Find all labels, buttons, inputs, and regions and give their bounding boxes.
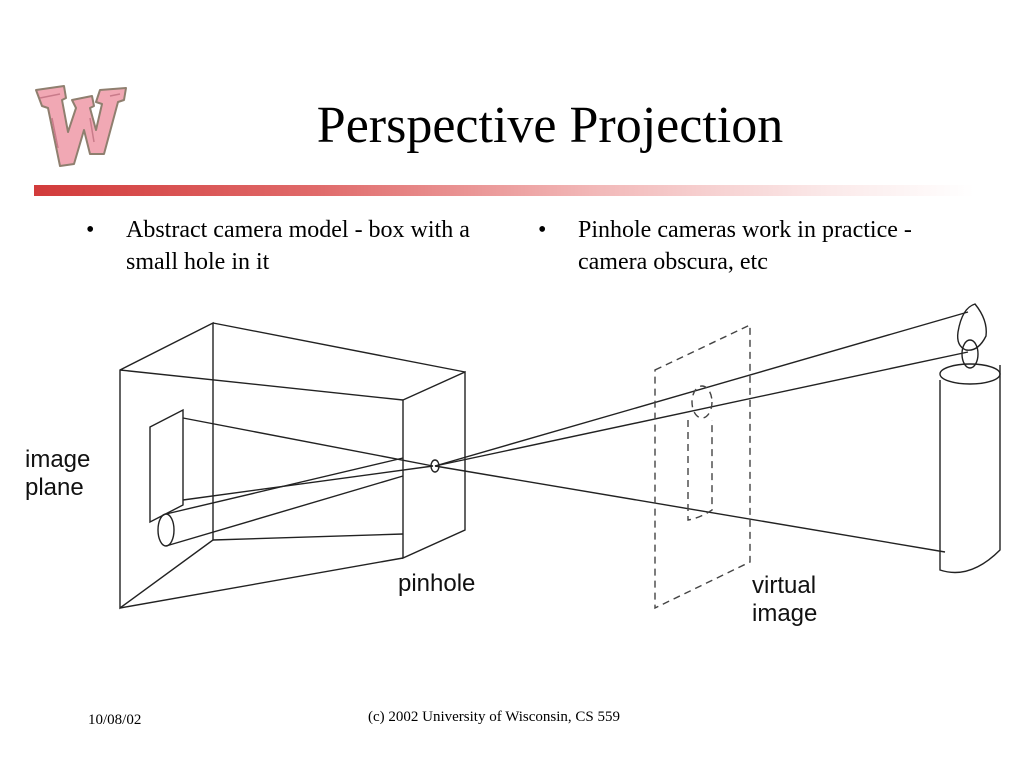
label-line: plane xyxy=(25,474,84,501)
camera-box-back xyxy=(119,321,214,610)
slide-title: Perspective Projection xyxy=(316,97,784,154)
bullet-text: Abstract camera model - box with a small… xyxy=(126,217,470,275)
bullet-marker: • xyxy=(86,217,95,243)
bullet-list-right: • Pinhole cameras work in practice - cam… xyxy=(538,214,958,278)
virtual-image-label: virtual image xyxy=(752,572,817,628)
image-plane xyxy=(149,408,184,524)
bullet-text: Pinhole cameras work in practice - camer… xyxy=(578,217,912,275)
label-line: virtual xyxy=(752,572,817,599)
university-w-logo-icon xyxy=(35,85,127,167)
label-line: image xyxy=(25,446,91,473)
title-divider xyxy=(34,185,974,196)
image-plane-label: image plane xyxy=(25,446,90,502)
camera-box-front xyxy=(402,370,466,560)
bullet-list-left: • Abstract camera model - box with a sma… xyxy=(86,214,486,278)
candle xyxy=(939,303,1001,574)
bullet-marker: • xyxy=(538,217,547,243)
pinhole-camera-diagram xyxy=(119,303,1001,610)
pinhole-label: pinhole xyxy=(398,570,476,597)
footer-copyright: (c) 2002 University of Wisconsin, CS 559 xyxy=(368,709,621,725)
inverted-image xyxy=(157,513,175,547)
footer-date: 10/08/02 xyxy=(88,712,142,728)
virtual-image-plane xyxy=(654,323,751,610)
label-line: image xyxy=(752,600,818,627)
virtual-image xyxy=(687,420,713,521)
